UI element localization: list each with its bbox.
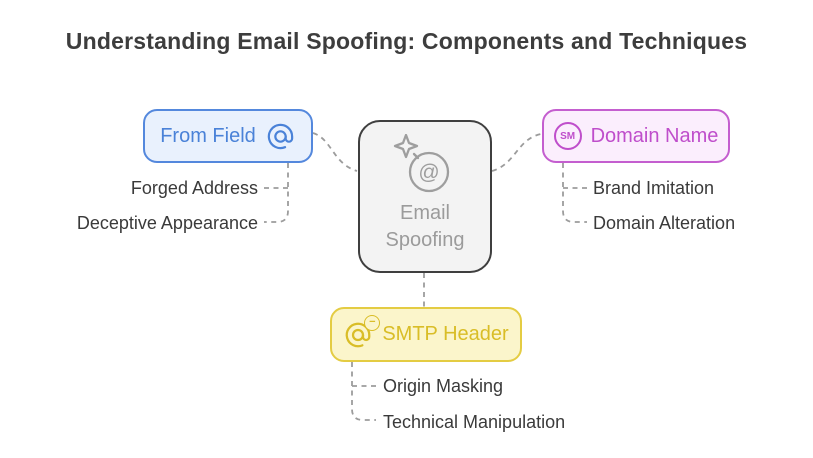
node-domain-name: SM Domain Name [542, 109, 730, 163]
at-minus-icon: − [343, 314, 381, 350]
connector-center-domain [491, 133, 542, 172]
center-label-line1: Email [399, 202, 450, 224]
connector-domain-children [562, 163, 587, 223]
node-smtp-header: − SMTP Header [330, 307, 522, 362]
leaf-domain-alteration: Domain Alteration [593, 213, 736, 233]
connector-smtp-children [351, 362, 376, 421]
leaf-origin-masking: Origin Masking [383, 376, 504, 396]
leaf-brand-imitation: Brand Imitation [593, 178, 715, 198]
at-icon [267, 123, 294, 149]
minus-badge-icon: − [364, 314, 381, 331]
center-label-line2: Spoofing [385, 229, 465, 251]
node-email-spoofing: @ Email Spoofing [358, 120, 492, 273]
leaf-deceptive-appearance: Deceptive Appearance [76, 213, 258, 233]
service-mark-icon: SM [553, 122, 582, 150]
leaf-forged-address: Forged Address [130, 178, 258, 198]
leaf-technical-manipulation: Technical Manipulation [383, 412, 566, 432]
at-icon-small [345, 322, 371, 347]
bomb-at-glyph: @ [418, 161, 439, 184]
email-bomb-icon: @ [393, 134, 450, 193]
connector-fromfield-children [264, 163, 289, 223]
domain-name-label: Domain Name [590, 124, 719, 147]
center-node-label: Email Spoofing [386, 200, 465, 254]
connector-fromfield-center [312, 132, 358, 172]
smtp-header-label: SMTP Header [382, 323, 509, 345]
from-field-label: From Field [160, 124, 256, 147]
page-title: Understanding Email Spoofing: Components… [65, 28, 748, 54]
node-from-field: From Field [143, 109, 313, 163]
service-mark-glyph: SM [560, 130, 576, 142]
